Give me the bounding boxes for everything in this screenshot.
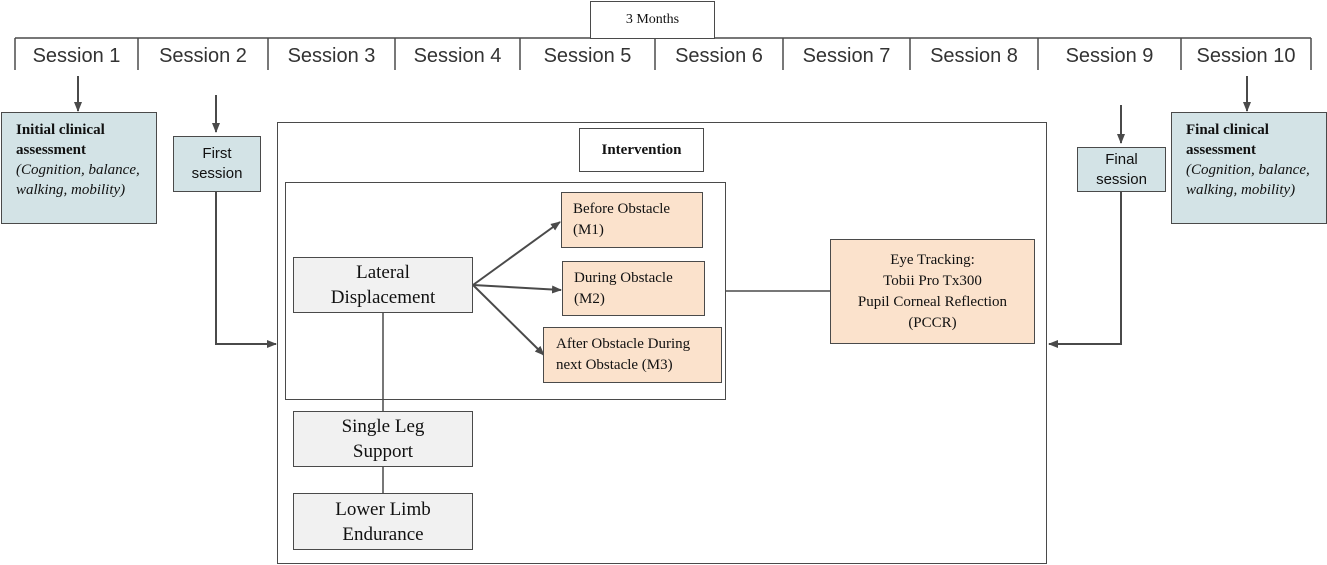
intervention-title-box: Intervention xyxy=(579,128,704,172)
first-session-line1: First xyxy=(202,145,232,162)
eye-tracking-line3: Pupil Corneal Reflection xyxy=(857,293,1008,310)
lateral-displacement-line2: Displacement xyxy=(330,287,436,308)
lateral-displacement-line1: Lateral xyxy=(356,262,410,283)
final-assessment-title: Final clinical assessment xyxy=(1186,122,1269,158)
session-label-1: Session 1 xyxy=(32,45,121,67)
arrow-first-to-intervention xyxy=(215,192,277,348)
eye-tracking-line2: Tobii Pro Tx300 xyxy=(883,272,982,289)
during-obstacle-line1: During Obstacle xyxy=(574,269,673,286)
initial-assessment-box: Initial clinical assessment (Cognition, … xyxy=(1,112,157,224)
session-label-6: Session 6 xyxy=(675,45,763,67)
session-label-7: Session 7 xyxy=(802,45,891,67)
lower-limb-endurance-line1: Lower Limb xyxy=(335,498,431,520)
single-leg-support-box: Single Leg Support xyxy=(293,411,473,467)
after-obstacle-line1: After Obstacle During xyxy=(556,336,691,352)
eye-tracking-box: Eye Tracking: Tobii Pro Tx300 Pupil Corn… xyxy=(830,239,1035,344)
during-obstacle-line2: (M2) xyxy=(574,290,605,307)
duration-label: 3 Months xyxy=(590,1,715,39)
before-obstacle-line1: Before Obstacle xyxy=(573,201,671,217)
final-session-line2: session xyxy=(1096,170,1147,188)
session-label-3: Session 3 xyxy=(287,45,376,67)
lateral-displacement-box: Lateral Displacement xyxy=(293,257,473,313)
final-assessment-detail: (Cognition, balance, walking, mobility) xyxy=(1186,162,1310,198)
after-obstacle-box: After Obstacle During next Obstacle (M3) xyxy=(543,327,722,383)
before-obstacle-box: Before Obstacle (M1) xyxy=(561,192,703,248)
session-label-8: Session 8 xyxy=(930,45,1018,67)
intervention-title: Intervention xyxy=(601,141,682,158)
arrow-lateral-m2 xyxy=(472,284,562,294)
session-label-9: Session 9 xyxy=(1065,45,1154,67)
after-obstacle-line2: next Obstacle (M3) xyxy=(556,357,673,373)
initial-assessment-title: Initial clinical assessment xyxy=(16,122,105,158)
session-label-2: Session 2 xyxy=(159,45,247,67)
duration-text: 3 Months xyxy=(625,12,680,27)
intervention-frame xyxy=(277,122,1047,564)
lower-limb-endurance-box: Lower Limb Endurance xyxy=(293,493,473,550)
arrow-lateral-m1 xyxy=(472,221,561,286)
eye-tracking-line1: Eye Tracking: xyxy=(890,251,975,268)
lower-limb-endurance-line2: Endurance xyxy=(342,523,424,545)
eye-tracking-line4: (PCCR) xyxy=(908,314,957,331)
first-session-line2: session xyxy=(191,165,243,182)
before-obstacle-line2: (M1) xyxy=(573,222,604,238)
single-leg-support-line2: Support xyxy=(352,441,414,462)
lateral-displacement-frame xyxy=(285,182,726,400)
session-label-10: Session 10 xyxy=(1196,45,1296,67)
final-session-line1: Final xyxy=(1105,150,1138,168)
first-session-box: First session xyxy=(173,136,261,192)
final-assessment-box: Final clinical assessment (Cognition, ba… xyxy=(1171,112,1327,224)
during-obstacle-box: During Obstacle (M2) xyxy=(562,261,705,316)
session-label-4: Session 4 xyxy=(413,45,502,67)
session-label-5: Session 5 xyxy=(543,45,632,67)
final-session-box: Final session xyxy=(1077,147,1166,192)
initial-assessment-detail: (Cognition, balance, walking, mobility) xyxy=(16,162,140,198)
arrow-final-to-intervention xyxy=(1048,192,1122,348)
arrow-lateral-m3 xyxy=(472,284,545,356)
single-leg-support-line1: Single Leg xyxy=(341,416,425,437)
